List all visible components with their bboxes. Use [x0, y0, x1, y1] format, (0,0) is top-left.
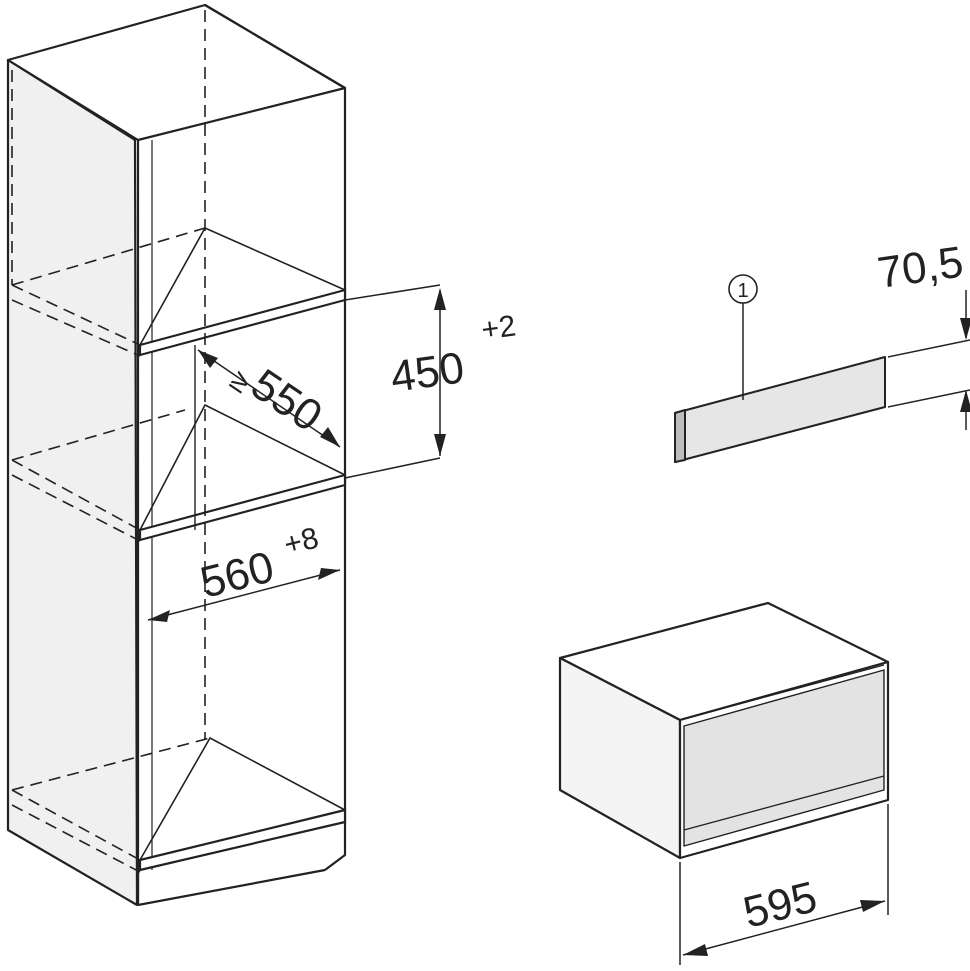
arrow-70-top — [960, 318, 970, 340]
arrow-595-start — [683, 944, 708, 956]
arrow-560-end — [318, 568, 340, 580]
front-panel — [674, 356, 886, 463]
callout-1: 1 — [728, 274, 758, 400]
dim-560-value: 560 — [196, 542, 279, 607]
dim-595-value: 595 — [739, 872, 822, 937]
cabinet-dimension-lines — [147, 284, 446, 622]
arrow-70-bottom — [960, 390, 970, 412]
appliance-drawer-line — [683, 775, 885, 831]
shelf-upper — [138, 288, 347, 357]
arrow-560-start — [148, 610, 170, 622]
cabinet-dimension-labels: 450 +2 ≥ 550 560 +8 — [196, 309, 518, 607]
arrow-595-end — [860, 900, 885, 912]
arrow-550-end — [320, 427, 340, 447]
dim-450-tolerance: +2 — [479, 309, 517, 346]
dim-550-line — [197, 349, 341, 448]
arrow-550-start — [198, 350, 218, 368]
shelf-middle-back — [139, 404, 346, 531]
dim-560-tolerance: +8 — [281, 521, 322, 561]
ext-line-panel-top — [887, 339, 970, 358]
appliance-frame-lip — [679, 664, 885, 721]
tall-cabinet — [6, 3, 347, 907]
panel-height-dimension — [887, 290, 970, 430]
cabinet-plinth-edge — [137, 868, 326, 907]
ext-line-top — [344, 284, 441, 301]
appliance-width-dimension — [679, 804, 889, 965]
arrow-450-bottom — [434, 434, 446, 456]
callout-number: 1 — [737, 280, 748, 302]
dim-70-value: 70,5 — [875, 237, 967, 297]
ext-line-bottom — [344, 457, 441, 479]
shelf-bottom — [138, 808, 347, 872]
front-panel-edge — [674, 409, 686, 463]
dim-595-line — [682, 900, 886, 956]
arrow-450-top — [434, 288, 446, 310]
front-panel-face — [674, 356, 886, 463]
dim-560-line — [147, 569, 341, 621]
shelf-bottom-back — [139, 737, 346, 861]
dim-450-value: 450 — [388, 343, 468, 402]
shelf-middle — [138, 473, 347, 542]
cabinet-left-side — [6, 58, 139, 907]
appliance-front-glass — [683, 669, 885, 847]
ext-line-panel-bottom — [887, 389, 970, 408]
cabinet-hidden-lines — [11, 10, 211, 873]
appliance — [558, 601, 890, 860]
cabinet-back-post — [204, 4, 347, 871]
